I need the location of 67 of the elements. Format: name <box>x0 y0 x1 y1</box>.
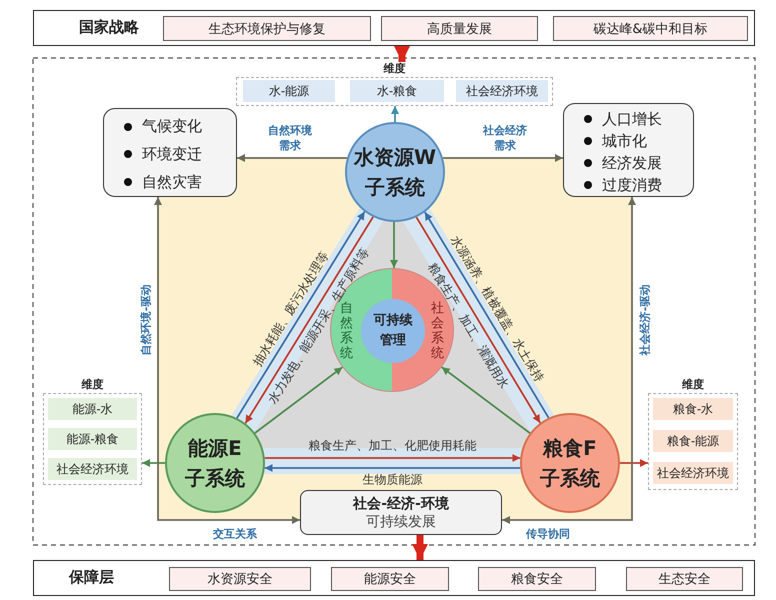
edge-label: 社会经济需求 <box>482 123 528 153</box>
layer-title: 国家战略 <box>79 18 139 37</box>
system-label: 社会系统 <box>430 301 445 361</box>
arrow <box>237 154 347 162</box>
arrow <box>236 211 366 419</box>
goal-box: 能源安全 <box>331 567 449 591</box>
arrow <box>441 366 530 434</box>
arrow <box>391 106 399 122</box>
arrow <box>424 212 550 418</box>
goal-box: 高质量发展 <box>381 16 538 41</box>
dimension-box: 水-能源 <box>243 80 335 102</box>
subsystem-label: 粮食F子系统 <box>540 435 600 492</box>
list-item: 环境变迁 <box>142 144 202 164</box>
goal-box: 水资源安全 <box>169 567 311 591</box>
box-text: 可持续发展 <box>366 512 436 530</box>
list-item: 经济发展 <box>602 154 662 172</box>
note-label: 交互关系 <box>213 526 257 542</box>
dimension-box: 水-粮食 <box>350 80 444 102</box>
list-item: 人口增长 <box>602 110 662 128</box>
factor-box <box>103 108 237 197</box>
edge-label: 粮食生产、加工、化肥使用耗能 <box>308 438 476 454</box>
dimension-box: 社会经济环境 <box>456 80 548 102</box>
goal-box: 粮食安全 <box>478 567 596 591</box>
arrow <box>390 222 398 268</box>
dimension-box: 粮食-能源 <box>653 430 733 452</box>
edge-label: 生物质能源 <box>362 472 422 488</box>
block-arrow <box>412 535 428 560</box>
list-item: 气候变化 <box>142 117 202 136</box>
dimension-box: 能源-水 <box>48 398 137 420</box>
arrow <box>443 154 563 162</box>
subsystem-label: 水资源W子系统 <box>352 144 438 201</box>
dimension-box: 社会经济环境 <box>48 458 137 480</box>
outcome-box <box>300 490 502 535</box>
layer-title: 保障层 <box>69 568 114 587</box>
dimension-box: 能源-粮食 <box>48 428 137 450</box>
arrow <box>620 459 648 467</box>
arrow <box>502 197 636 524</box>
management-label: 可持续管理 <box>372 312 414 350</box>
arrow <box>154 197 300 524</box>
dimension-heading: 维度 <box>382 62 406 76</box>
edge-label: 社会经济-驱动 <box>638 284 652 356</box>
system-label: 自然系统 <box>340 301 354 361</box>
goal-box: 碳达峰&碳中和目标 <box>553 16 748 41</box>
list-item: 城市化 <box>602 132 647 150</box>
note-label: 传导协同 <box>526 526 570 542</box>
dimension-box: 社会经济环境 <box>653 462 733 484</box>
goal-box: 生态安全 <box>626 567 743 591</box>
block-arrow <box>394 46 410 62</box>
arrow <box>416 216 541 424</box>
list-item: 过度消费 <box>602 176 662 194</box>
subsystem-label: 能源E子系统 <box>185 435 245 492</box>
arrow <box>264 464 520 472</box>
layer-band <box>33 560 755 596</box>
layer-band <box>33 10 755 46</box>
box-heading: 社会-经济-环境 <box>353 494 449 512</box>
arrow <box>244 216 374 424</box>
dimension-box: 粮食-水 <box>653 398 733 420</box>
dimension-heading: 维度 <box>681 378 705 392</box>
factor-box <box>563 103 694 197</box>
arrow <box>142 459 165 467</box>
list-item: 自然灾害 <box>142 172 202 192</box>
edge-label: 自然环境-驱动 <box>138 284 154 356</box>
arrow <box>254 366 343 434</box>
edge-label: 自然环境需求 <box>267 123 313 153</box>
goal-box: 生态环境保护与修复 <box>163 16 371 41</box>
dimension-heading: 维度 <box>80 378 104 392</box>
arrow <box>264 454 520 462</box>
